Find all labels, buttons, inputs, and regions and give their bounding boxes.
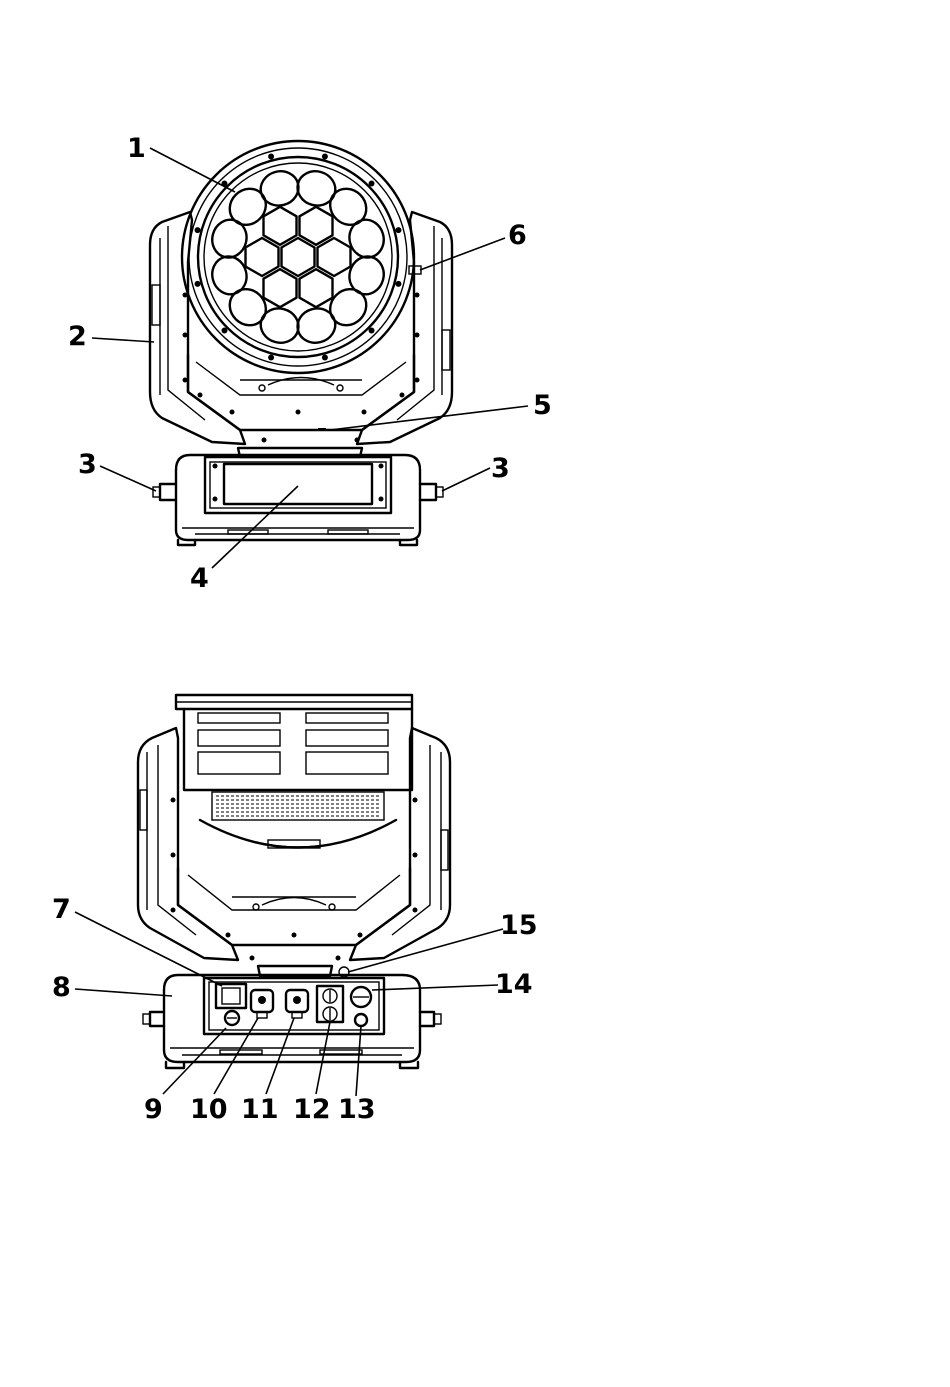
callout-12: 12 <box>293 1094 331 1125</box>
ring-screw <box>322 354 328 360</box>
lens-cell <box>257 167 303 210</box>
ring-screw <box>221 328 227 334</box>
callout-9: 9 <box>144 1094 163 1125</box>
callout-7: 7 <box>52 894 71 925</box>
rear-view: 7 8 9 10 11 12 13 14 15 <box>52 695 538 1125</box>
callout-1: 1 <box>127 133 146 164</box>
callout-11: 11 <box>241 1094 279 1125</box>
callout-2: 2 <box>68 321 87 352</box>
ring-screw <box>395 281 401 287</box>
base-front <box>153 448 443 545</box>
rear-handle-right <box>420 1012 434 1026</box>
lens-cell <box>300 207 333 245</box>
ring-screw <box>195 281 201 287</box>
lens-cell <box>264 207 297 245</box>
rear-handle-left <box>150 1012 164 1026</box>
rear-yoke-right <box>350 728 450 960</box>
lens-cell <box>264 269 297 307</box>
lens-cell <box>294 167 340 210</box>
reset-button <box>355 1014 367 1026</box>
callout-3-right: 3 <box>491 453 510 484</box>
head-front <box>182 141 414 373</box>
handle-slot-right <box>442 330 450 370</box>
callout-13: 13 <box>338 1094 376 1125</box>
ring-screw <box>268 154 274 160</box>
callout-8: 8 <box>52 972 71 1003</box>
callout-15: 15 <box>500 910 538 941</box>
callout-10: 10 <box>190 1094 228 1125</box>
lens-array <box>208 167 388 347</box>
head-rear <box>176 695 412 848</box>
callout-5: 5 <box>533 390 552 421</box>
callout-4: 4 <box>190 563 209 594</box>
lens-cell <box>246 238 279 276</box>
rear-yoke-left <box>138 728 238 960</box>
ring-screw <box>369 180 375 186</box>
lens-cell <box>323 181 374 232</box>
lens-cell <box>282 238 315 276</box>
handle-right <box>420 484 436 500</box>
sensor-marker <box>318 428 326 431</box>
lens-cell <box>323 282 374 333</box>
rear-leaders <box>75 912 503 1096</box>
lens-cell <box>318 238 351 276</box>
ring-screw <box>369 328 375 334</box>
rear-yoke-crossbar <box>178 868 410 961</box>
ring-screw <box>195 227 201 233</box>
front-view: 1 2 3 3 4 5 6 <box>68 133 552 594</box>
ring-screw <box>395 227 401 233</box>
callout-3-left: 3 <box>78 449 97 480</box>
base-rear <box>143 966 441 1068</box>
ring-screw <box>268 354 274 360</box>
lens-cell <box>300 269 333 307</box>
lens-cell <box>257 304 303 347</box>
callout-6: 6 <box>508 220 527 251</box>
callout-14: 14 <box>495 969 533 1000</box>
ring-screw <box>322 154 328 160</box>
handle-left <box>160 484 176 500</box>
lens-cell <box>222 282 273 333</box>
handle-slot-left <box>152 285 160 325</box>
display-screen <box>224 464 372 504</box>
lens-cell <box>294 304 340 347</box>
